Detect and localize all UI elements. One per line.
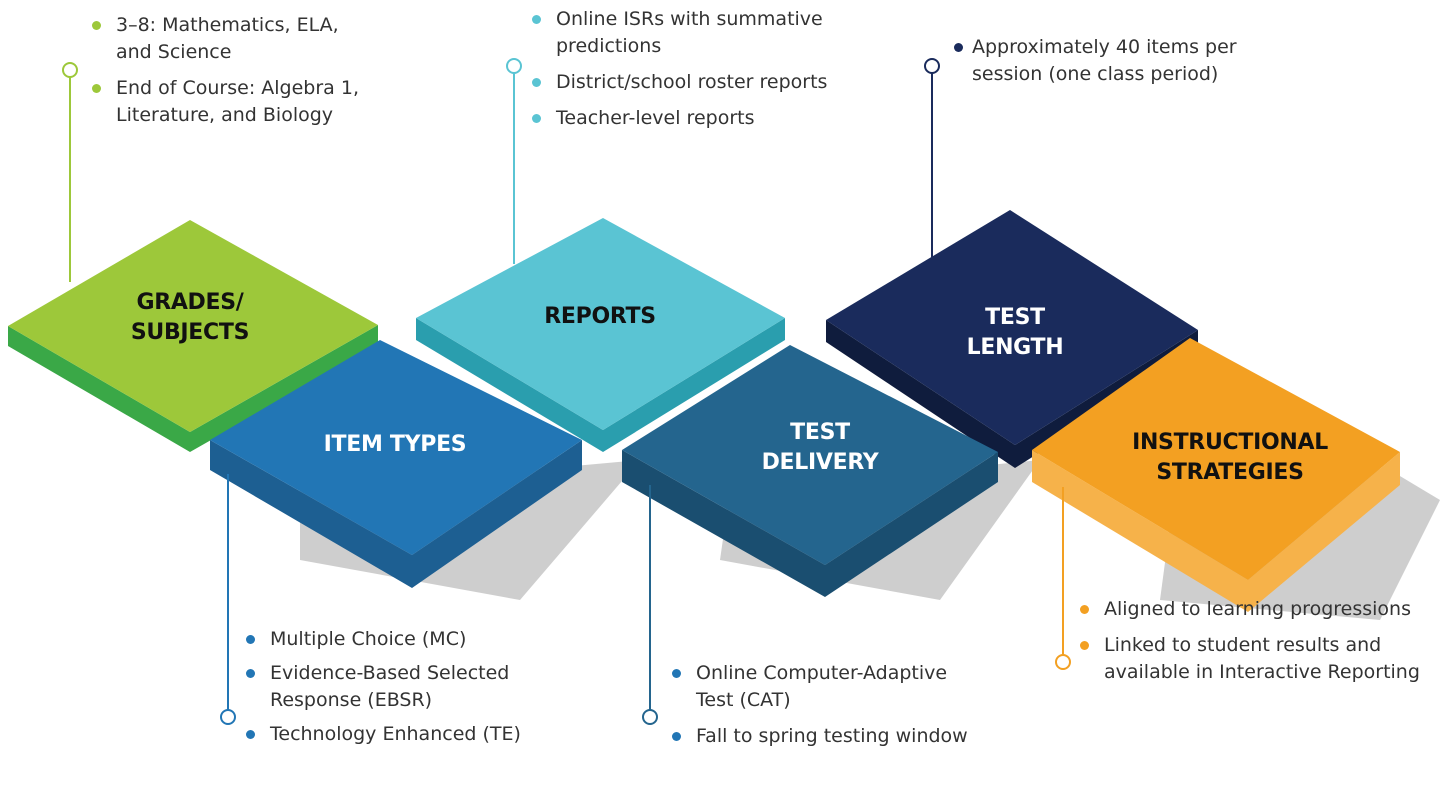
- list-instructional: Aligned to learning progressions Linked …: [1080, 596, 1420, 695]
- label-reports: REPORTS: [544, 304, 656, 329]
- label-itemtypes: ITEM TYPES: [323, 432, 467, 457]
- list-item: Fall to spring testing window: [672, 723, 968, 750]
- list-item: Technology Enhanced (TE): [246, 721, 521, 748]
- list-item: 3–8: Mathematics, ELA,and Science: [92, 12, 359, 66]
- piece-itemtypes[interactable]: [210, 340, 582, 588]
- label-grades: GRADES/SUBJECTS: [130, 290, 250, 345]
- list-item: Teacher-level reports: [532, 105, 827, 132]
- connector-rings: [62, 58, 1071, 725]
- connector-lines: [69, 72, 1064, 710]
- list-item: End of Course: Algebra 1,Literature, and…: [92, 75, 359, 129]
- piece-reports[interactable]: [416, 218, 785, 452]
- piece-delivery[interactable]: [622, 345, 998, 597]
- list-item: District/school roster reports: [532, 69, 827, 96]
- piece-grades[interactable]: [8, 220, 378, 452]
- list-item: Multiple Choice (MC): [246, 626, 521, 653]
- list-grades: 3–8: Mathematics, ELA,and Science End of…: [92, 12, 359, 138]
- piece-instructional[interactable]: [1032, 338, 1400, 612]
- list-itemtypes: Multiple Choice (MC) Evidence-Based Sele…: [246, 626, 521, 757]
- list-item: Aligned to learning progressions: [1080, 596, 1420, 623]
